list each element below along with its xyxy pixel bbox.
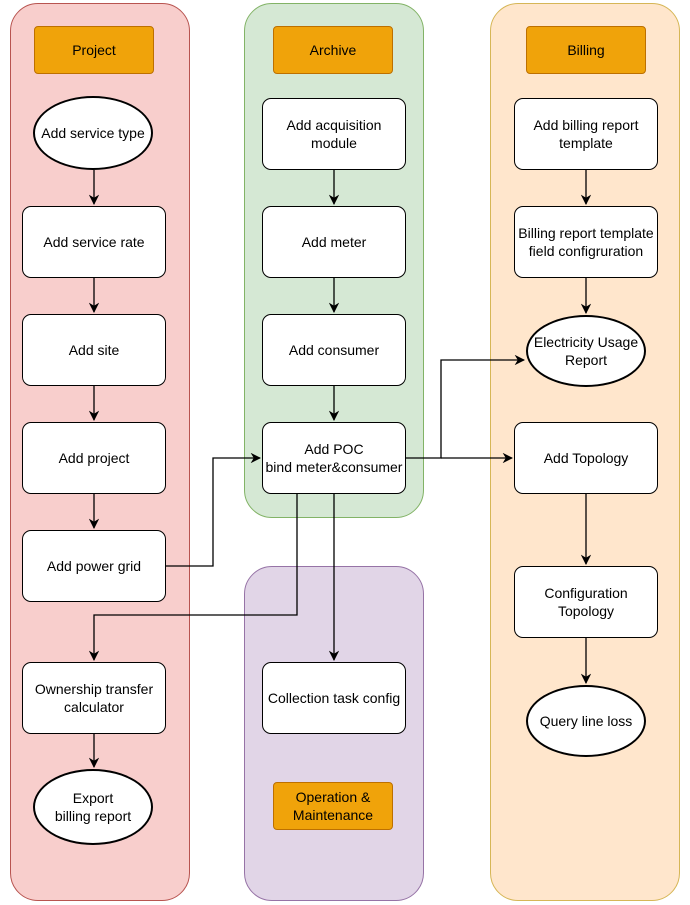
operation-maintenance-header: Operation & Maintenance [273, 782, 393, 830]
billing-header: Billing [526, 26, 646, 74]
collection-task-config-node: Collection task config [262, 662, 406, 734]
add-site-node: Add site [22, 314, 166, 386]
add-topology-node: Add Topology [514, 422, 658, 494]
add-project-node: Add project [22, 422, 166, 494]
add-consumer-node: Add consumer [262, 314, 406, 386]
project-header: Project [34, 26, 154, 74]
add-service-rate-node: Add service rate [22, 206, 166, 278]
billing-template-field-configuration-node: Billing report template field configrura… [514, 206, 658, 278]
add-poc-node: Add POC bind meter&consumer [262, 422, 406, 494]
add-service-type-node: Add service type [33, 96, 153, 170]
add-acquisition-module-node: Add acquisition module [262, 98, 406, 170]
add-meter-node: Add meter [262, 206, 406, 278]
add-billing-report-template-node: Add billing report template [514, 98, 658, 170]
query-line-loss-node: Query line loss [526, 685, 646, 757]
ownership-transfer-calculator-node: Ownership transfer calculator [22, 662, 166, 734]
archive-header: Archive [273, 26, 393, 74]
configuration-topology-node: Configuration Topology [514, 566, 658, 638]
export-billing-report-node: Export billing report [33, 769, 153, 845]
add-power-grid-node: Add power grid [22, 530, 166, 602]
electricity-usage-report-node: Electricity Usage Report [526, 315, 646, 387]
